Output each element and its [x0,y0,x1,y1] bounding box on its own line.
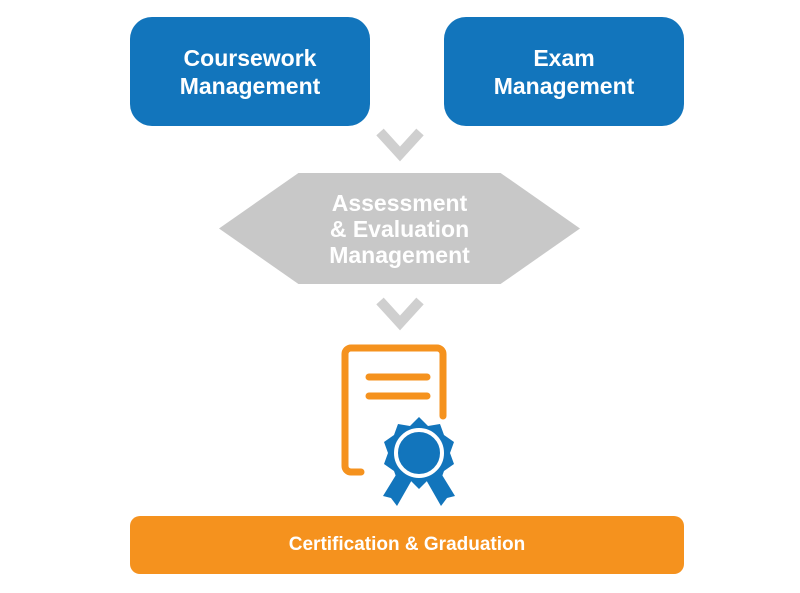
document-outline [341,344,447,476]
coursework-line-1: Coursework [183,44,317,71]
exam-management-box: Exam Management [444,17,684,126]
chevron-down-icon [376,128,424,162]
exam-line-1: Exam [533,44,595,71]
certification-graduation-bar: Certification & Graduation [130,516,684,574]
exam-line-2: Management [493,72,635,99]
hexagon-line-1: Assessment [331,189,468,216]
coursework-line-2: Management [179,72,321,99]
chevron-down-icon [376,297,424,331]
seal [384,417,454,489]
certification-graduation-label: Certification & Graduation [288,534,526,555]
coursework-management-box: Coursework Management [130,17,370,126]
assessment-evaluation-hexagon: Assessment & Evaluation Management [219,173,580,284]
hexagon-line-2: & Evaluation [329,215,470,242]
hexagon-line-3: Management [329,241,470,268]
certificate-icon [341,344,455,506]
